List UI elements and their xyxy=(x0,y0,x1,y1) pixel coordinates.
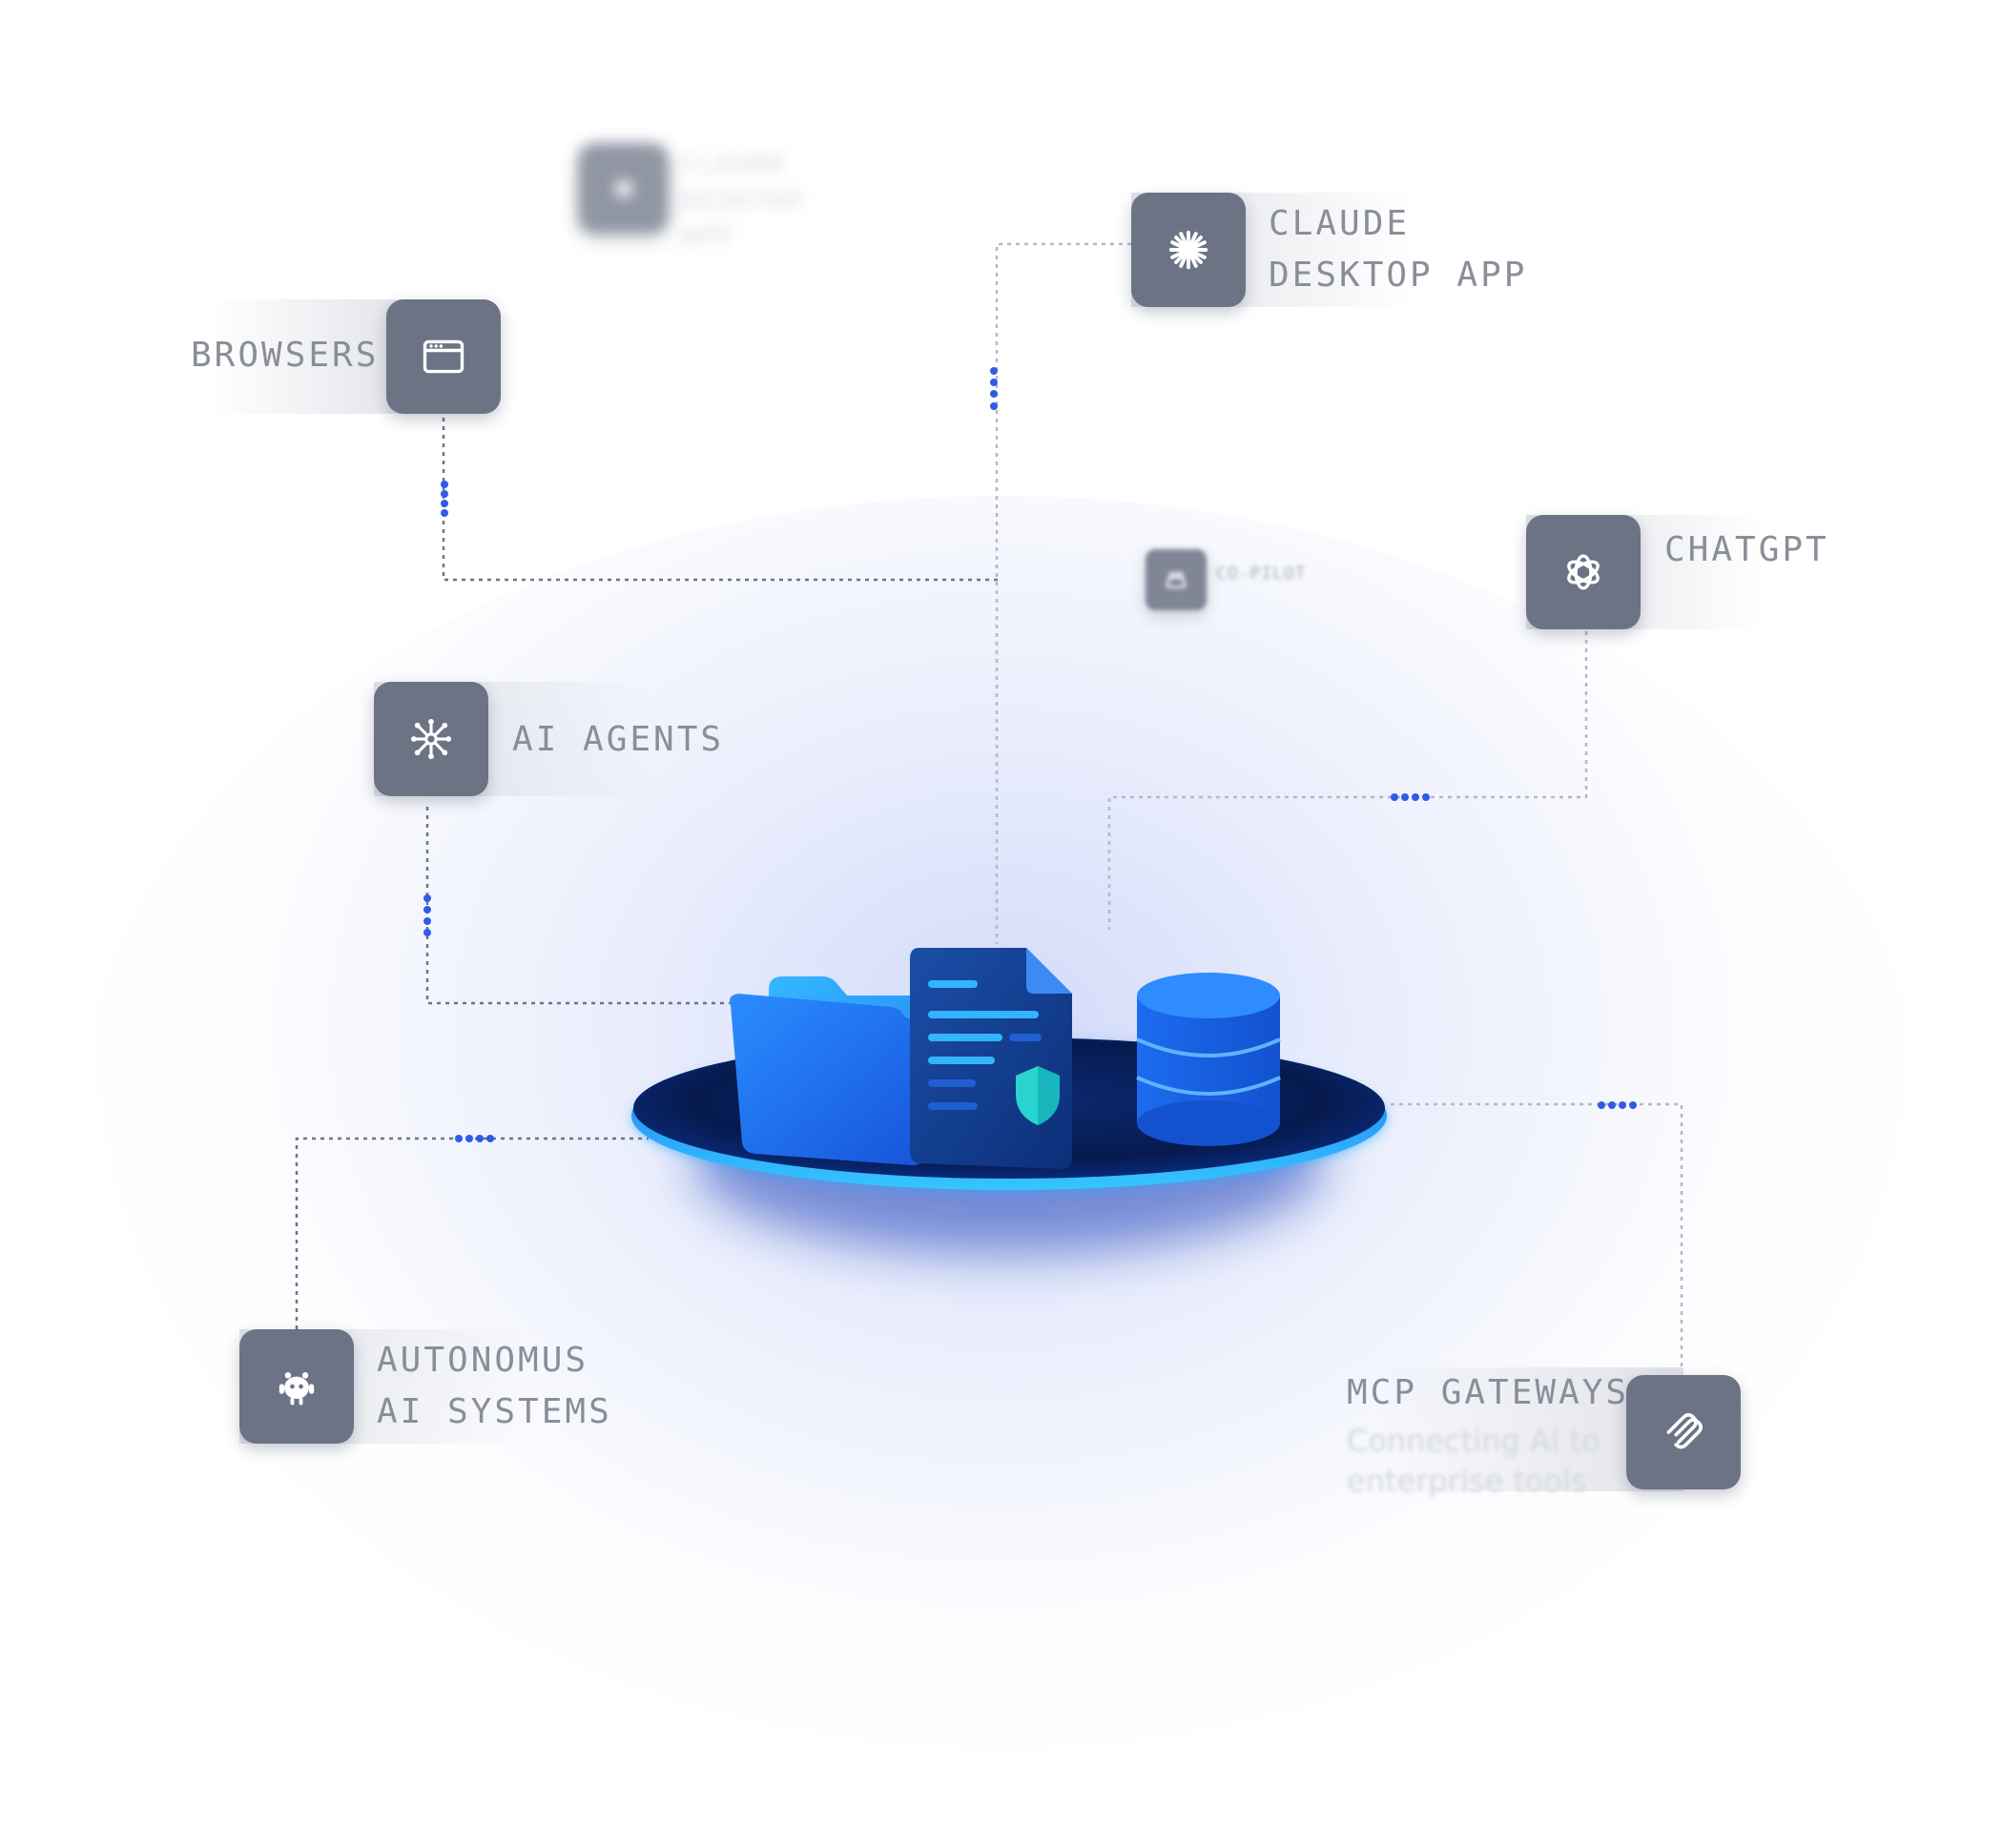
node-ai-agents[interactable]: AI AGENTS xyxy=(374,682,736,796)
signal-dots-browsers xyxy=(441,481,448,517)
connector-browsers xyxy=(442,418,998,582)
connector-autonomous xyxy=(295,1137,649,1329)
signal-dots-claude xyxy=(990,367,998,410)
browser-window-icon xyxy=(423,339,465,374)
chatgpt-tile[interactable] xyxy=(1526,515,1641,629)
node-chatgpt[interactable]: CHATGPT xyxy=(1526,515,1831,629)
node-claude-ghost: CLAUDE DESKTOP APP xyxy=(578,143,864,252)
mcp-label: MCP GATEWAYS xyxy=(1347,1373,1630,1412)
node-browsers[interactable]: BROWSERS xyxy=(181,299,501,414)
secure-document-icon xyxy=(910,948,1072,1169)
copilot-label: CO-PILOT xyxy=(1216,564,1307,584)
connector-chatgpt xyxy=(1107,631,1588,930)
chatgpt-label: CHATGPT xyxy=(1664,530,1829,569)
claude-sparkle-icon xyxy=(1168,230,1208,270)
database-icon xyxy=(1136,973,1281,1146)
claude-tile[interactable] xyxy=(1131,193,1246,307)
mcp-tile[interactable] xyxy=(1626,1375,1741,1489)
mcp-subtitle: Connecting AI to enterprise tools xyxy=(1347,1423,1600,1499)
copilot-icon xyxy=(1166,571,1187,588)
connector-ai-agents xyxy=(425,807,754,1005)
connector-mcp xyxy=(1391,1102,1683,1368)
ai-agents-label: AI AGENTS xyxy=(512,720,725,759)
copilot-tile[interactable] xyxy=(1146,549,1207,610)
browsers-tile[interactable] xyxy=(386,299,501,414)
browsers-label: BROWSERS xyxy=(191,336,380,375)
claude-sparkle-icon xyxy=(615,180,631,196)
mcp-link-icon xyxy=(1666,1412,1704,1449)
signal-dots-ai-agents xyxy=(423,894,431,936)
node-mcp-gateways[interactable]: MCP GATEWAYS Connecting AI to enterprise… xyxy=(1316,1367,1741,1499)
node-autonomous-ai-systems[interactable]: AUTONOMUS AI SYSTEMS xyxy=(239,1329,640,1444)
claude-ghost-tile xyxy=(578,143,669,234)
claude-ghost-label: CLAUDE DESKTOP APP xyxy=(681,151,806,252)
openai-knot-icon xyxy=(1567,554,1600,590)
autonomous-tile[interactable] xyxy=(239,1329,354,1444)
node-copilot[interactable]: CO-PILOT xyxy=(1146,549,1336,610)
robot-icon xyxy=(279,1372,315,1406)
signal-dots-mcp xyxy=(1598,1101,1637,1109)
signal-dots-autonomous xyxy=(455,1135,494,1142)
node-claude-desktop-app[interactable]: CLAUDE DESKTOP APP xyxy=(1131,193,1551,307)
autonomous-label: AUTONOMUS AI SYSTEMS xyxy=(377,1341,612,1431)
signal-dots-chatgpt xyxy=(1391,793,1430,801)
claude-label: CLAUDE DESKTOP APP xyxy=(1269,204,1528,295)
ai-agents-tile[interactable] xyxy=(374,682,488,796)
network-hub-icon xyxy=(410,718,452,760)
connector-claude xyxy=(995,242,1131,944)
